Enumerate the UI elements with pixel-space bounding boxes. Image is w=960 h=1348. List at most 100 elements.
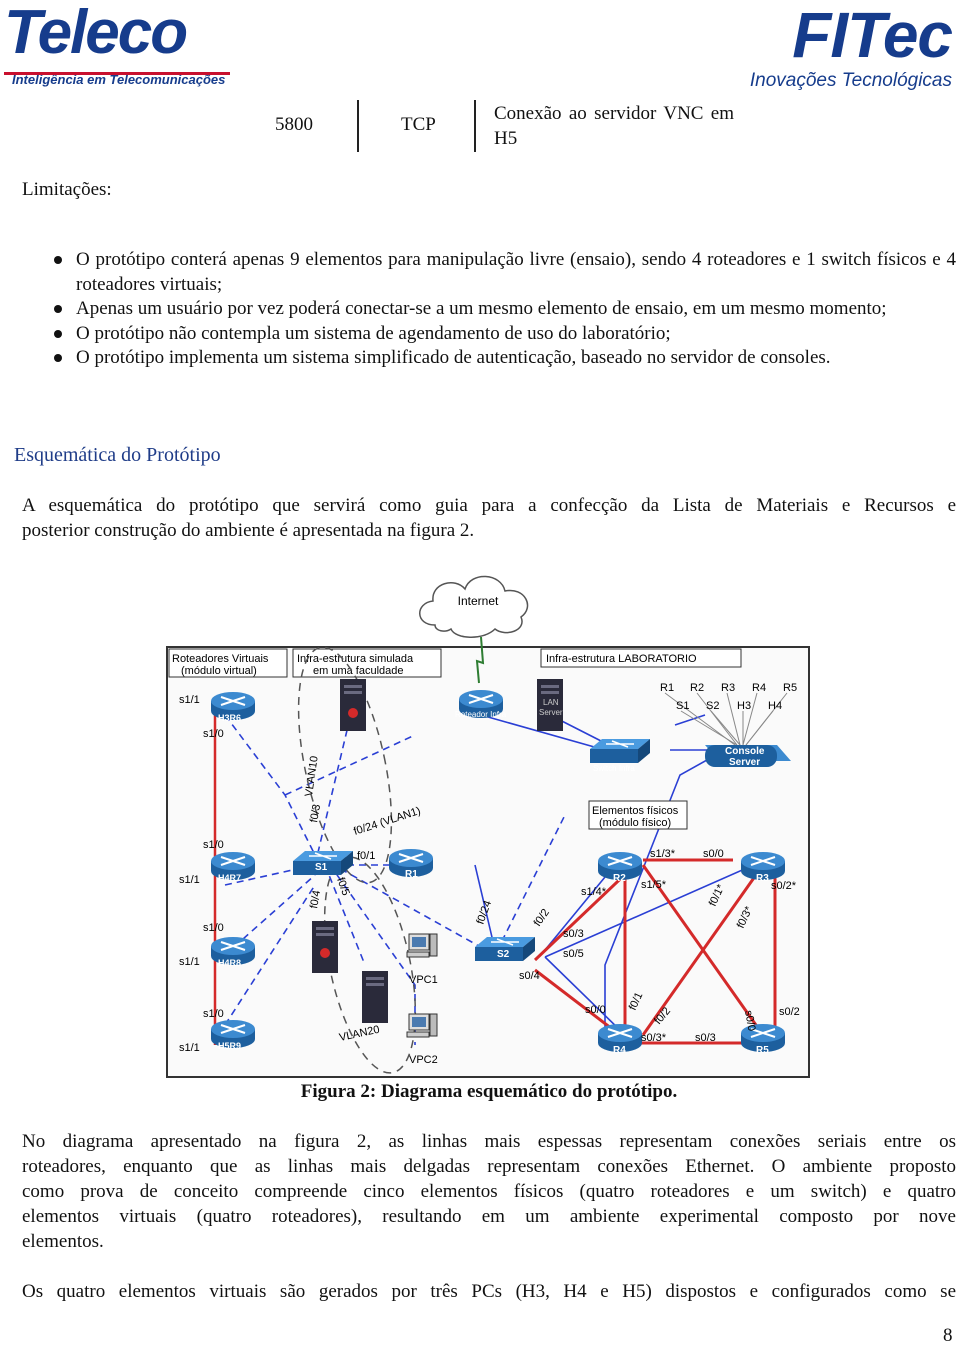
s1-port-label: f0/4 xyxy=(308,889,323,909)
router-h4r8-label: H4R8 xyxy=(218,958,241,968)
list-item: Apenas um usuário por vez poderá conecta… xyxy=(22,297,956,322)
box-lab-label: Infra-estrutura LABORATORIO xyxy=(546,653,697,665)
server-icon xyxy=(340,679,366,731)
server-icon xyxy=(312,921,338,973)
r-port-label: s0/3 xyxy=(695,1032,716,1044)
fitec-logo: FITec Inovações Tecnológicas xyxy=(732,2,953,94)
box-virtual-line1: Roteadores Virtuais xyxy=(172,653,269,665)
list-item: O protótipo conterá apenas 9 elementos p… xyxy=(22,248,956,297)
switch-s1-label: S1 xyxy=(315,862,328,873)
box-virtual xyxy=(168,648,288,678)
port-label: s1/1 xyxy=(179,1042,200,1054)
bullet-icon xyxy=(54,305,62,313)
internet-cloud-icon xyxy=(419,575,529,638)
schematic-intro-line1: A esquemática do protótipo que servirá c… xyxy=(22,495,956,516)
router-r3-label: R3 xyxy=(756,873,769,884)
port-label: s1/1 xyxy=(179,694,200,706)
lan-server-label-2: Server xyxy=(539,708,563,717)
vpc2-icon xyxy=(406,1013,438,1038)
fitec-logo-tagline: Inovações Tecnológicas xyxy=(749,70,952,91)
console-label-h4: H4 xyxy=(768,700,782,712)
schematic-intro-line2: posterior construção do ambiente é apres… xyxy=(22,520,475,541)
router-h4r7-label: H4R7 xyxy=(218,873,241,883)
server-led-icon xyxy=(348,708,358,718)
console-server-label-1: Console xyxy=(725,746,765,757)
console-label-r2: R2 xyxy=(690,682,704,694)
router-infra-label: Roteador Infra xyxy=(455,710,507,719)
vpc1-label: VPC1 xyxy=(409,974,438,986)
table-divider xyxy=(357,100,359,152)
list-item: O protótipo não contempla um sistema de … xyxy=(22,322,956,347)
internet-label: Internet xyxy=(458,594,499,608)
s2-port-label: s0/3 xyxy=(563,928,584,940)
box-fisicos-line1: Elementos físicos xyxy=(592,805,679,817)
box-fisicos xyxy=(588,800,688,830)
console-cables xyxy=(664,692,788,746)
switch-infra-label: Switch Infra xyxy=(593,764,635,773)
teleco-logo-name: Teleco xyxy=(4,0,188,67)
server-led-icon xyxy=(320,948,330,958)
box-lab xyxy=(540,648,742,668)
console-label-r5: R5 xyxy=(783,682,797,694)
vlan10-region xyxy=(297,646,393,884)
figure-caption: Figura 2: Diagrama esquemático do protót… xyxy=(300,1081,678,1102)
page-number: 8 xyxy=(943,1325,953,1346)
r-port-label: s1/5* xyxy=(641,879,667,891)
paragraph-line: No diagrama apresentado na figura 2, as … xyxy=(22,1131,956,1152)
r-port-label: s0/0 xyxy=(703,848,724,860)
serial-links xyxy=(213,715,777,1045)
port-label: s1/1 xyxy=(179,956,200,968)
list-item: O protótipo implementa um sistema simpli… xyxy=(22,346,956,371)
s1-port-label: f0/3 xyxy=(308,803,323,823)
box-sim-line1: Infra-estrutura simulada xyxy=(297,653,414,665)
s2-port-label: s0/4 xyxy=(519,970,540,982)
bullet-icon xyxy=(54,329,62,338)
router-h3r6-label: H3R6 xyxy=(218,713,241,723)
vpc1-icon xyxy=(406,933,438,958)
teleco-logo-bar xyxy=(4,72,230,75)
console-label-s2: S2 xyxy=(706,700,719,712)
vlan10-label: VLAN10 xyxy=(303,755,321,797)
port-label: s1/0 xyxy=(203,1008,224,1020)
s1-port-label: f0/1 xyxy=(357,850,375,862)
box-sim xyxy=(292,648,442,678)
table-cell-description: Conexão ao servidor VNC em H5 xyxy=(494,103,734,149)
port-label: s1/0 xyxy=(203,728,224,740)
paragraph-line: elementos. xyxy=(22,1231,104,1252)
port-label: s1/0 xyxy=(203,922,224,934)
lan-server-label-1: LAN xyxy=(543,698,559,707)
console-server-label-2: Server xyxy=(729,757,760,768)
console-server-icon xyxy=(705,745,791,767)
r-port-label: s0/0 xyxy=(742,1009,757,1032)
paragraph-line: roteadores, enquanto que as linhas mais … xyxy=(22,1156,956,1177)
section-title: Esquemática do Protótipo xyxy=(14,444,221,466)
diagram-svg: Internet Roteadores Virtuais (módulo vir… xyxy=(166,575,810,1078)
limitations-title: Limitações: xyxy=(22,179,112,200)
box-virtual-line2: (módulo virtual) xyxy=(181,665,257,677)
console-label-r3: R3 xyxy=(721,682,735,694)
switch-infra-icon xyxy=(589,738,651,764)
diagram-frame xyxy=(166,646,810,1078)
r-port-label: s0/0 xyxy=(585,1004,606,1016)
s1-port-label: f0/5 xyxy=(334,876,352,897)
router-r1-label: R1 xyxy=(405,869,418,880)
s2-port-label: s0/5 xyxy=(563,948,584,960)
port-label: s1/0 xyxy=(203,839,224,851)
vpc2-label: VPC2 xyxy=(409,1054,438,1066)
table-divider xyxy=(474,100,476,152)
router-r4-label: R4 xyxy=(613,1045,626,1056)
physical-ethernet xyxy=(474,749,766,1045)
r-port-label: s1/4* xyxy=(581,886,607,898)
console-label-r1: R1 xyxy=(660,682,674,694)
router-r5-label: R5 xyxy=(756,1045,769,1056)
port-label: s1/1 xyxy=(179,874,200,886)
table-cell-port: 5800 xyxy=(275,114,313,135)
console-label-h3: H3 xyxy=(737,700,751,712)
limitations-list: O protótipo conterá apenas 9 elementos p… xyxy=(22,248,956,371)
r-port-label: s0/2 xyxy=(779,1006,800,1018)
bullet-icon xyxy=(54,354,62,362)
server-icon xyxy=(362,971,388,1023)
teleco-logo: Teleco Inteligência em Telecomunicações xyxy=(4,2,234,94)
router-r2-label: R2 xyxy=(613,873,626,884)
r-port-label: s0/2* xyxy=(771,880,797,892)
